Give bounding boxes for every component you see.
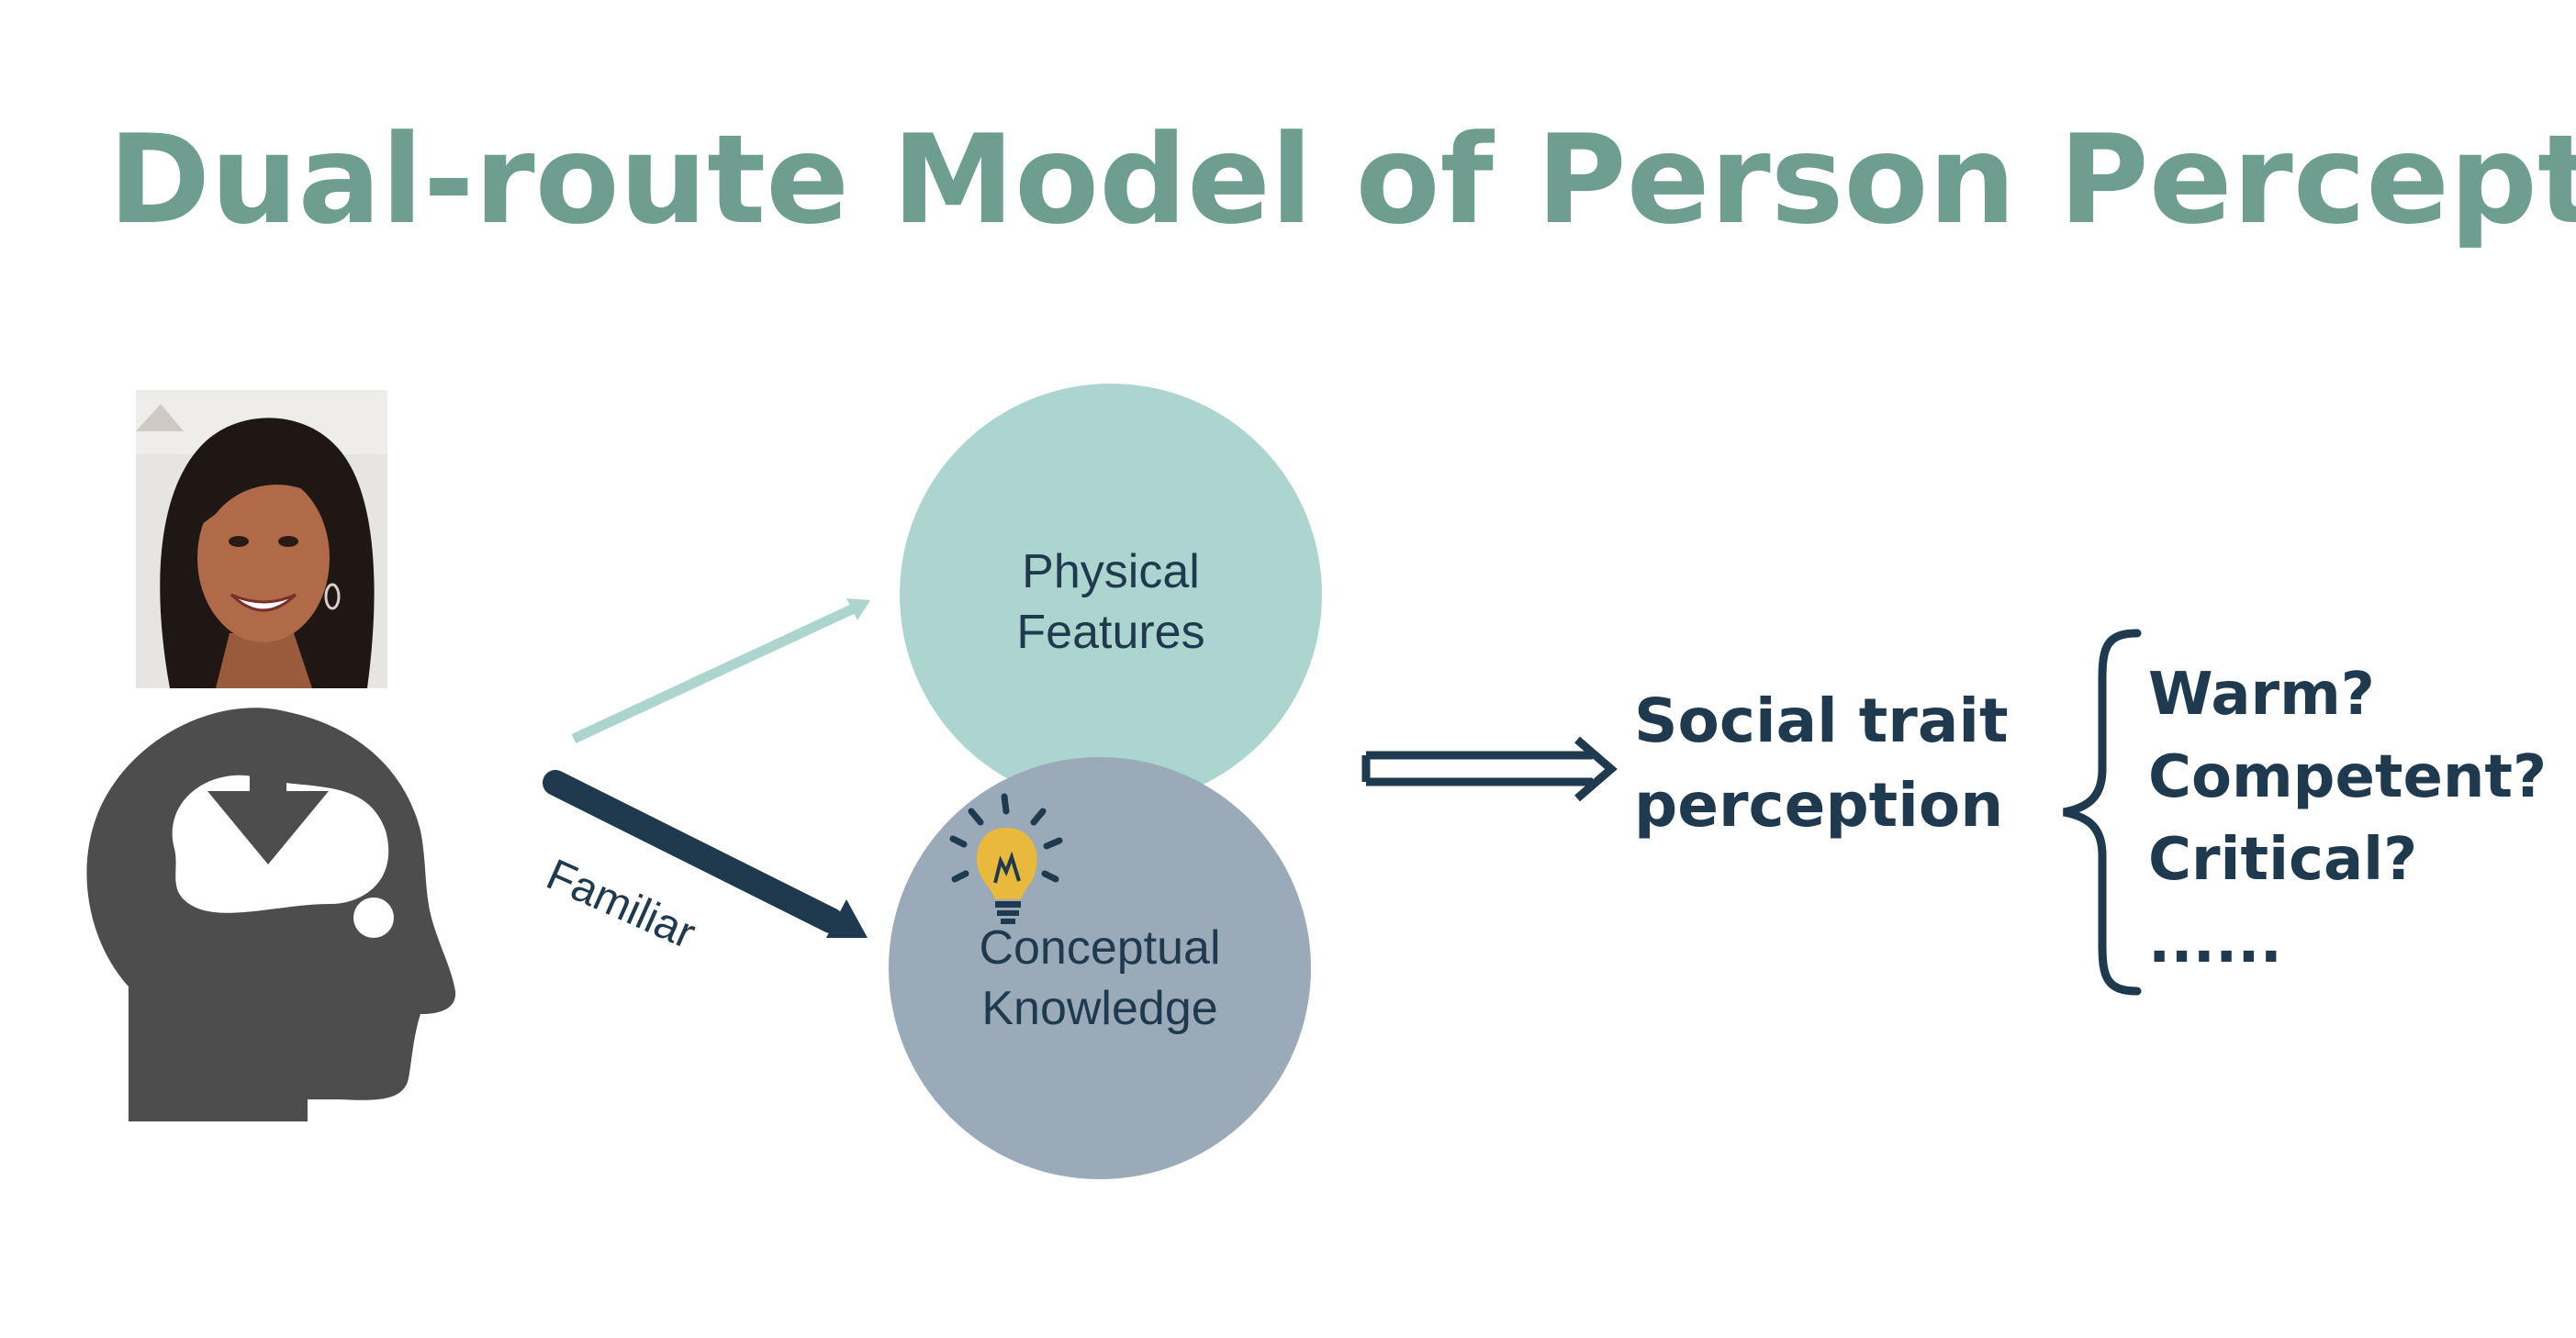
physical-features-line1: Physical [1022,545,1200,598]
implies-arrow [1361,736,1618,802]
conceptual-knowledge-line2: Knowledge [981,982,1217,1035]
trait-question-more: ...... [2148,909,2282,976]
social-trait-line1: Social trait [1634,686,2009,756]
familiar-route-arrow [543,770,868,938]
physical-route-arrow [571,598,870,743]
lightbulb-icon [949,793,1063,924]
social-trait-line2: perception [1634,770,2003,841]
person-photo [136,390,387,688]
conceptual-knowledge-line1: Conceptual [979,921,1220,975]
physical-features-line2: Features [1016,606,1204,659]
curly-brace [2063,629,2142,996]
slide-title: Dual-route Model of Person Perception [108,108,2576,251]
trait-question-warm: Warm? [2148,661,2375,729]
physical-features-circle [900,384,1322,806]
trait-question-competent: Competent? [2148,743,2547,811]
trait-question-critical: Critical? [2148,826,2417,894]
familiar-label: Familiar [540,851,702,959]
head-download-icon [86,708,456,1121]
